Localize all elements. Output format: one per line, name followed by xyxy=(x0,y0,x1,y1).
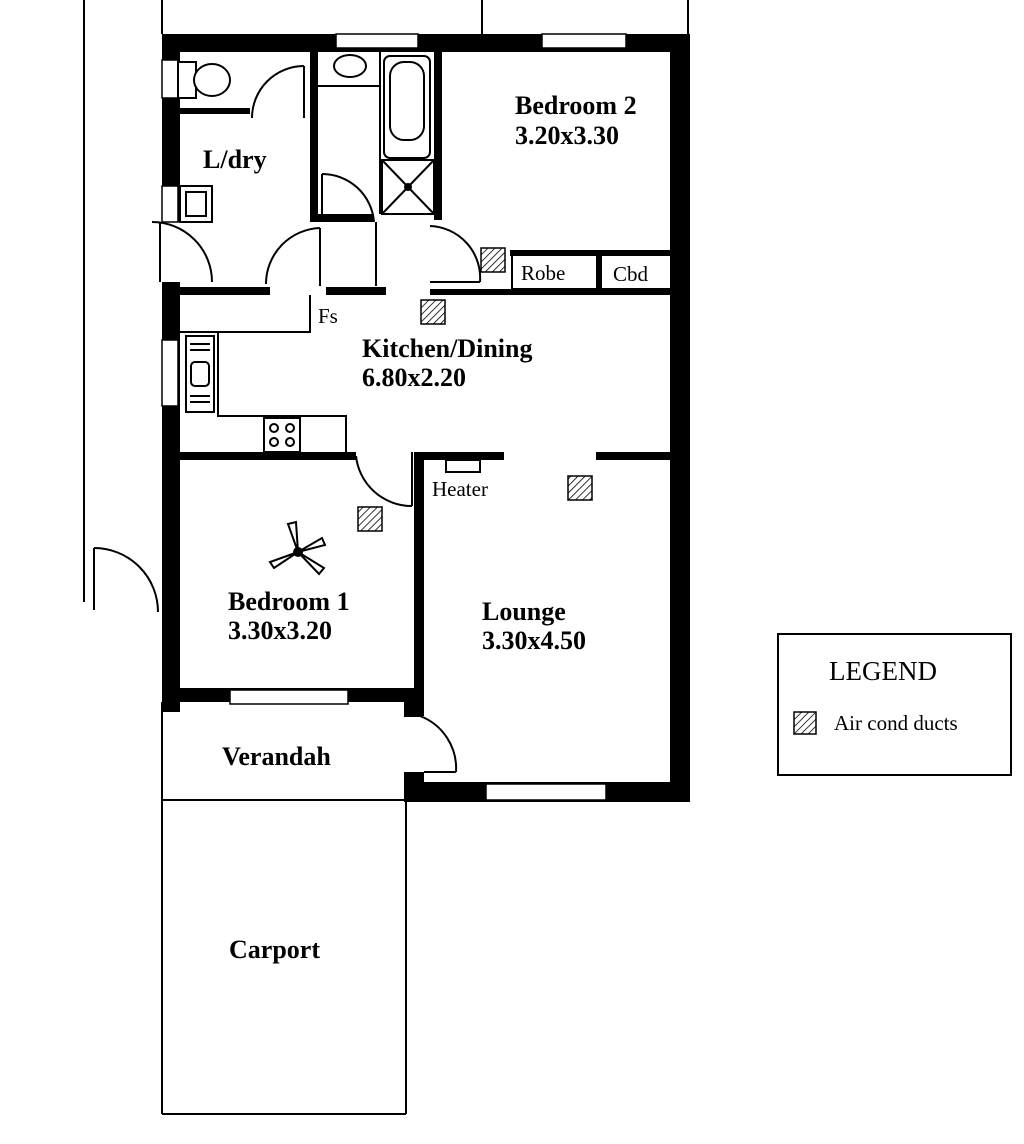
basin xyxy=(333,54,367,78)
room-name-verandah: Verandah xyxy=(222,742,331,771)
outdoor-areas xyxy=(161,702,407,1115)
doors xyxy=(151,65,482,773)
toilet-bowl xyxy=(193,63,231,97)
legend-title: LEGEND xyxy=(829,656,937,686)
legend-item-label: Air cond ducts xyxy=(834,711,958,735)
room-name-carport: Carport xyxy=(229,935,320,964)
fixture-labels: Robe Cbd Fs Heater xyxy=(318,261,649,501)
room-dim-bedroom1: 3.30x3.20 xyxy=(228,616,332,645)
site-lines xyxy=(83,0,689,613)
label-cbd: Cbd xyxy=(613,262,649,286)
interior-walls xyxy=(162,52,670,802)
fixtures xyxy=(177,52,670,576)
legend-duct-icon xyxy=(793,711,817,735)
air-duct-icon xyxy=(357,506,383,532)
room-labels: L/dry Bedroom 2 3.20x3.30 Kitchen/Dining… xyxy=(203,91,637,964)
room-name-bedroom1: Bedroom 1 xyxy=(228,587,350,616)
cooktop xyxy=(263,417,301,453)
air-duct-icon xyxy=(567,475,593,501)
air-duct-icon xyxy=(420,299,446,325)
heater-unit xyxy=(445,459,481,473)
label-heater: Heater xyxy=(432,477,488,501)
label-fs: Fs xyxy=(318,304,338,328)
room-name-bedroom2: Bedroom 2 xyxy=(515,91,637,120)
air-duct-icon xyxy=(480,247,506,273)
room-dim-lounge: 3.30x4.50 xyxy=(482,626,586,655)
legend-box xyxy=(777,633,1012,776)
room-name-lounge: Lounge xyxy=(482,597,566,626)
air-cond-ducts xyxy=(357,247,593,532)
windows xyxy=(161,33,627,801)
room-name-laundry: L/dry xyxy=(203,145,267,174)
ceiling-fan-icon xyxy=(268,520,327,576)
room-dim-kitchen: 6.80x2.20 xyxy=(362,363,466,392)
label-robe: Robe xyxy=(521,261,565,285)
legend: LEGEND Air cond ducts xyxy=(777,633,1012,776)
room-name-kitchen: Kitchen/Dining xyxy=(362,334,532,363)
room-dim-bedroom2: 3.20x3.30 xyxy=(515,121,619,150)
